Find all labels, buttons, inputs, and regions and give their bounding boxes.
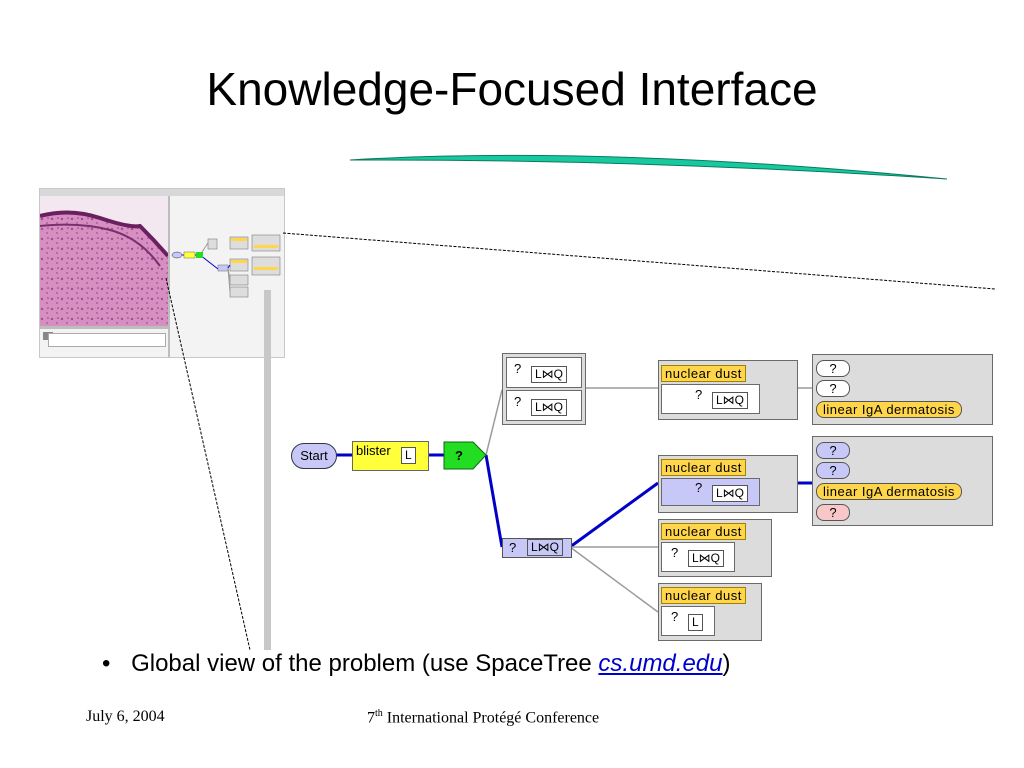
- swoosh-decoration: [349, 154, 948, 180]
- l-chip: L: [688, 614, 703, 631]
- application-thumbnail[interactable]: [39, 188, 285, 358]
- feature-box-3[interactable]: nuclear dust ? L⋈Q: [658, 519, 772, 577]
- pill-diagnosis[interactable]: linear IgA dermatosis: [816, 483, 962, 500]
- l-chip: L: [401, 447, 416, 464]
- lq-chip: L⋈Q: [527, 539, 564, 556]
- zoom-connector-bottom: [165, 277, 251, 651]
- pill-question[interactable]: ?: [816, 462, 850, 479]
- diagnosis-box-1[interactable]: ? ? linear IgA dermatosis: [812, 354, 993, 425]
- footer-conference: 7th International Protégé Conference: [367, 708, 599, 727]
- footer-date: July 6, 2004: [86, 708, 165, 725]
- question-mark: ?: [695, 480, 703, 495]
- lq-node-selected[interactable]: ? L⋈Q: [502, 538, 572, 558]
- bullet-text-end: ): [722, 650, 731, 677]
- pill-question[interactable]: ?: [816, 380, 850, 397]
- bullet-marker: •: [102, 650, 111, 677]
- histology-image: [40, 196, 168, 326]
- edge-q-lq: [484, 454, 504, 548]
- pill-question[interactable]: ?: [816, 442, 850, 459]
- edge-lq-feature-active: [569, 481, 659, 549]
- lq-chip: L⋈Q: [712, 485, 749, 502]
- feature-value[interactable]: ? L⋈Q: [661, 542, 735, 572]
- diagnosis-box-2[interactable]: ? ? linear IgA dermatosis ?: [812, 436, 993, 526]
- question-mark: ?: [671, 609, 679, 624]
- feature-label: nuclear dust: [661, 587, 746, 604]
- bullet-point: • Global view of the problem (use SpaceT…: [102, 650, 731, 678]
- branch-row-1[interactable]: ? L⋈Q: [506, 357, 582, 388]
- thumbnail-title-bar: [40, 189, 284, 196]
- pill-question[interactable]: ?: [816, 504, 850, 521]
- blister-label: blister: [356, 443, 391, 458]
- feature-box-2[interactable]: nuclear dust ? L⋈Q: [658, 455, 798, 513]
- zoom-connector-top: [282, 232, 996, 290]
- footer-conf-number: 7: [367, 709, 375, 727]
- feature-box-4[interactable]: nuclear dust ? L: [658, 583, 762, 641]
- question-mark: ?: [514, 394, 522, 409]
- spacetree-link[interactable]: cs.umd.edu: [598, 650, 723, 677]
- splitter-bar[interactable]: [264, 290, 271, 650]
- feature-box-1[interactable]: nuclear dust ? L⋈Q: [658, 360, 798, 420]
- thumbnail-divider: [168, 196, 170, 357]
- feature-label: nuclear dust: [661, 459, 746, 476]
- lq-chip: L⋈Q: [688, 550, 725, 567]
- feature-label: nuclear dust: [661, 523, 746, 540]
- blister-node[interactable]: blister L: [352, 441, 429, 471]
- thumbnail-image-scrollbar[interactable]: [40, 326, 168, 329]
- lq-chip: L⋈Q: [712, 392, 749, 409]
- edge-lq-feature-3: [569, 546, 659, 613]
- question-node-green[interactable]: [443, 441, 487, 470]
- question-mark: ?: [514, 361, 522, 376]
- edge-q-top: [485, 389, 503, 456]
- thumbnail-text-area[interactable]: [48, 333, 166, 347]
- bullet-text: Global view of the problem (use SpaceTre…: [131, 650, 599, 677]
- thumbnail-tree-preview: [171, 234, 281, 298]
- feature-value[interactable]: ? L⋈Q: [661, 384, 760, 414]
- branch-box-top[interactable]: ? L⋈Q ? L⋈Q: [502, 353, 586, 425]
- lq-chip: L⋈Q: [531, 366, 568, 383]
- start-node[interactable]: Start: [291, 443, 337, 469]
- footer-conf-sup: th: [375, 708, 383, 719]
- question-mark: ?: [509, 540, 517, 555]
- pill-diagnosis[interactable]: linear IgA dermatosis: [816, 401, 962, 418]
- pill-question[interactable]: ?: [816, 360, 850, 377]
- slide-title: Knowledge-Focused Interface: [206, 63, 818, 115]
- branch-row-2[interactable]: ? L⋈Q: [506, 390, 582, 421]
- lq-chip: L⋈Q: [531, 399, 568, 416]
- feature-value[interactable]: ? L: [661, 606, 715, 636]
- question-mark: ?: [671, 545, 679, 560]
- feature-label: nuclear dust: [661, 365, 746, 382]
- feature-value[interactable]: ? L⋈Q: [661, 478, 760, 506]
- question-mark: ?: [695, 387, 703, 402]
- footer-conf-name: International Protégé Conference: [382, 709, 600, 727]
- question-mark-green: ?: [455, 448, 463, 463]
